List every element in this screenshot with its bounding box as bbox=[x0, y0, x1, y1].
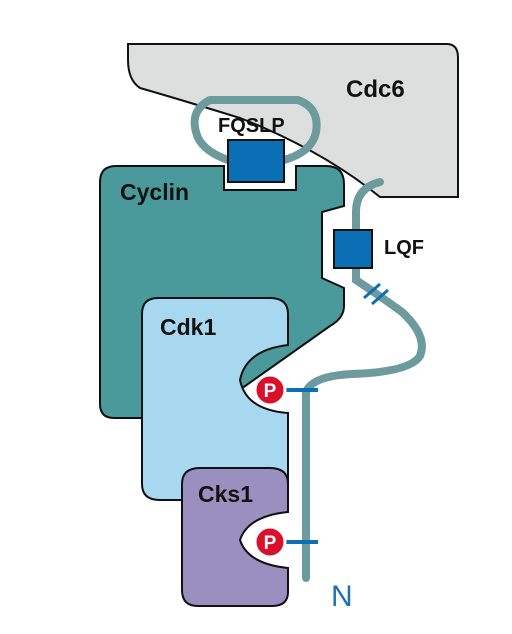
phospho-label-bottom: P bbox=[264, 533, 277, 554]
cdc6-linker-chain bbox=[302, 178, 426, 582]
break-mark-1 bbox=[363, 282, 381, 300]
cdk1-domain bbox=[141, 297, 289, 501]
cyclin-label: Cyclin bbox=[120, 179, 189, 205]
lqf-motif bbox=[333, 229, 373, 269]
fqslp-label: FQSLP bbox=[218, 115, 285, 137]
phospho-badge-top: P bbox=[253, 373, 287, 407]
phospho-circle-bottom bbox=[253, 525, 287, 559]
phospho-circle-top bbox=[253, 373, 287, 407]
n-terminus-label: N bbox=[331, 580, 353, 613]
phospho-label-top: P bbox=[264, 381, 277, 402]
phospho-badge-bottom: P bbox=[253, 525, 287, 559]
break-mark-2 bbox=[371, 288, 389, 306]
cks1-domain bbox=[181, 467, 289, 607]
cdc6-label: Cdc6 bbox=[346, 76, 405, 103]
cks1-label: Cks1 bbox=[198, 481, 253, 507]
fqslp-motif bbox=[227, 139, 285, 183]
fqslp-loop bbox=[190, 96, 321, 164]
cdc6-domain bbox=[127, 43, 459, 198]
lqf-label: LQF bbox=[384, 237, 424, 259]
cdk1-label: Cdk1 bbox=[160, 314, 216, 340]
